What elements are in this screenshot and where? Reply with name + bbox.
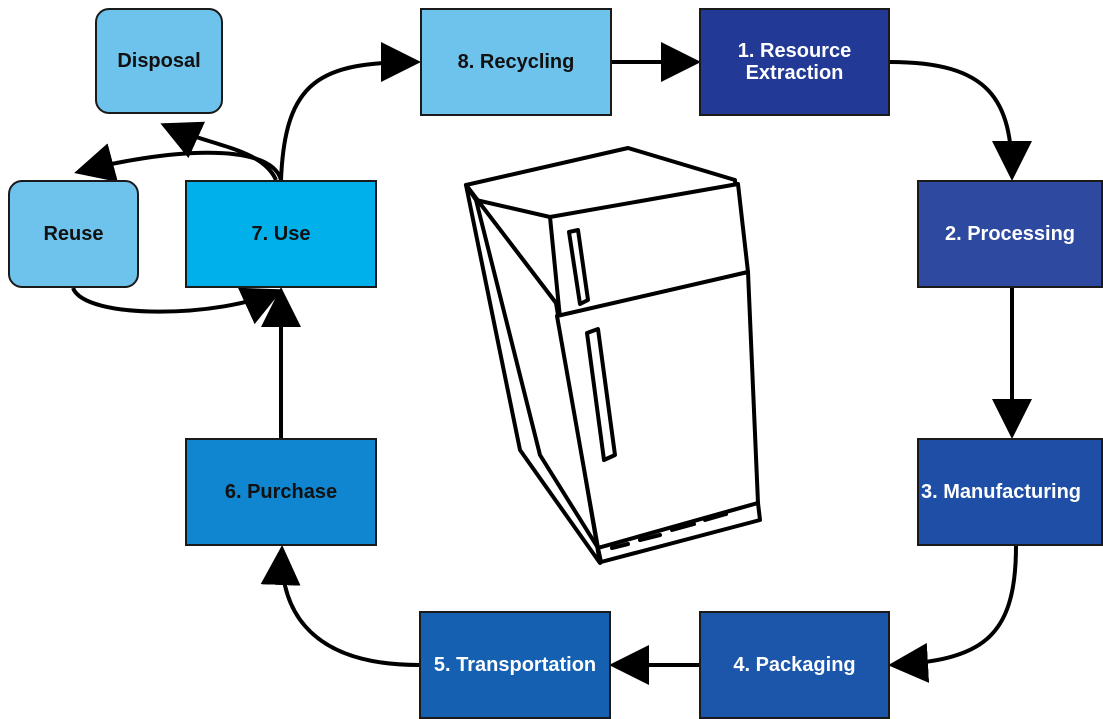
node-processing-label: 2. Processing [944,223,1076,245]
node-disposal-label: Disposal [117,50,201,72]
edge-extraction-to-processing [889,60,1032,181]
node-resource-extraction: 1. Resource Extraction [699,8,890,116]
node-resource-extraction-label: 1. Resource Extraction [737,40,852,84]
node-reuse: Reuse [8,180,139,288]
node-transportation-label: 5. Transportation [433,654,597,676]
node-use: 7. Use [185,180,377,288]
edge-transportation-to-purchase [260,545,420,667]
node-packaging-label: 4. Packaging [733,654,856,676]
edge-use-to-recycling [279,42,421,181]
edge-use-to-disposal [160,121,278,181]
node-manufacturing-label: 3. Manufacturing [921,481,1082,503]
node-purchase-label: 6. Purchase [224,481,338,503]
node-transportation: 5. Transportation [419,611,611,719]
node-processing: 2. Processing [917,180,1103,288]
edge-use-to-reuse [74,143,283,182]
node-manufacturing: 3. Manufacturing [917,438,1103,546]
node-recycling: 8. Recycling [420,8,612,116]
node-disposal: Disposal [95,8,223,114]
node-packaging: 4. Packaging [699,611,890,719]
node-recycling-label: 8. Recycling [457,51,575,73]
node-reuse-label: Reuse [43,223,104,245]
edge-reuse-to-use [71,287,283,325]
node-purchase: 6. Purchase [185,438,377,546]
edge-manufacturing-to-packaging [888,545,1018,683]
node-use-label: 7. Use [251,223,311,245]
